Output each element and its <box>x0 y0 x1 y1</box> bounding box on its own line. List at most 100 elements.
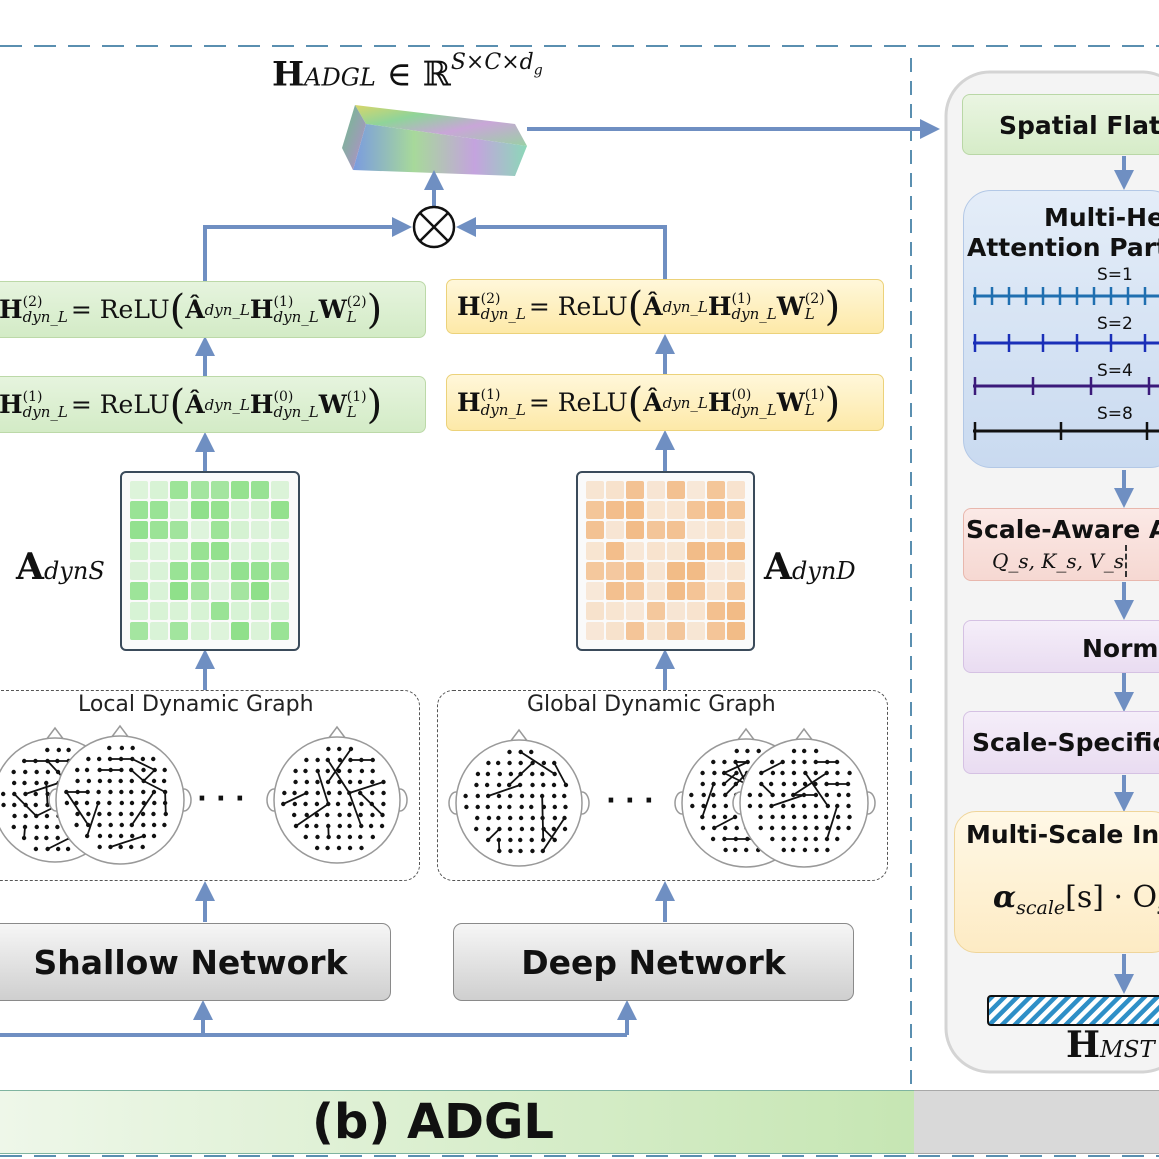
matrix-cell <box>707 541 726 560</box>
o-sub: s <box>1157 897 1159 919</box>
matrix-cell <box>170 481 189 499</box>
eq-h-sub: dyn_L <box>731 400 777 419</box>
right-to-product <box>456 217 667 281</box>
eq-a-sub: dyn_L <box>662 393 708 412</box>
eq-w-sub: L <box>346 402 357 421</box>
matrix-cell <box>586 581 604 600</box>
matrix-cell <box>230 541 249 560</box>
matrix-cell <box>170 521 189 540</box>
matrix-cell <box>210 541 229 560</box>
matrix-cell <box>190 521 209 540</box>
matrix-cell <box>727 501 746 520</box>
matrix-cell <box>646 602 665 621</box>
matrix-cell <box>626 581 645 600</box>
matrix-cells-green <box>130 481 290 641</box>
matrix-cell <box>130 602 148 621</box>
matrix-cell <box>586 561 604 580</box>
eq-h: H <box>707 292 732 321</box>
matrix-cell <box>130 521 148 540</box>
matrix-cell <box>230 622 249 641</box>
eeg-head-icon <box>266 725 408 864</box>
matrix-cell <box>150 521 169 540</box>
eq-h: H <box>707 388 732 417</box>
matrix-cell <box>190 561 209 580</box>
matrix-cell <box>251 561 270 580</box>
matrix-cell <box>271 622 290 641</box>
alpha-expression: αscale[s] · Os <box>993 880 1159 919</box>
alpha-symbol: α <box>993 880 1017 915</box>
matrix-cell <box>150 602 169 621</box>
scale-aware-label: Scale-Aware A <box>966 515 1159 544</box>
matrix-cell <box>150 581 169 600</box>
matrix-cell <box>727 581 746 600</box>
matrix-cell <box>727 561 746 580</box>
eq-h-sup: (1) <box>731 290 752 307</box>
matrix-cell <box>170 541 189 560</box>
footer-bar-adgl <box>0 1090 914 1154</box>
eq-h-sup: (0) <box>731 386 752 403</box>
matrix-cell <box>727 481 746 499</box>
matrix-label-base: A <box>764 546 792 588</box>
mst-output-label: HMST <box>1066 1024 1155 1066</box>
matrix-cell <box>646 581 665 600</box>
matrix-cell <box>251 581 270 600</box>
matrix-cell <box>170 581 189 600</box>
matrix-cell <box>251 481 270 499</box>
eq-w-sub: L <box>346 307 357 326</box>
matrix-cell <box>210 622 229 641</box>
matrix-cell <box>251 501 270 520</box>
eq-h-sup: (1) <box>273 293 294 310</box>
matrix-cells-orange <box>586 481 746 641</box>
matrix-cell <box>271 581 290 600</box>
matrix-cell <box>130 622 148 641</box>
scale-specific-label: Scale-Specific <box>972 728 1159 757</box>
matrix-cell <box>606 622 625 641</box>
matrix-cell <box>150 481 169 499</box>
matrix-cell <box>190 541 209 560</box>
scale-aware-attention-box: Scale-Aware A Q_s, K_s, V_s <box>963 508 1159 581</box>
matrix-cell <box>271 501 290 520</box>
matrix-cell <box>271 561 290 580</box>
left-to-product <box>203 217 412 281</box>
matrix-cell <box>727 521 746 540</box>
matrix-label-sub: dynS <box>43 557 105 585</box>
output-sup: S×C×d <box>450 50 534 75</box>
matrix-cell <box>707 501 726 520</box>
eq-h-sub: dyn_L <box>273 307 319 326</box>
adgl-tensor-prism <box>342 105 527 176</box>
output-rel: ∈ ℝ <box>375 54 451 95</box>
matrix-cell <box>150 561 169 580</box>
matrix-cell <box>646 622 665 641</box>
mst-sub: MST <box>1100 1037 1155 1063</box>
eq-relu: = ReLU <box>70 295 170 324</box>
matrix-cell <box>646 521 665 540</box>
eq-lhs-sup: (2) <box>480 290 501 307</box>
eeg-head-icon <box>732 727 876 868</box>
matrix-cell <box>606 501 625 520</box>
eq-a-sub: dyn_L <box>204 300 250 319</box>
matrix-cell <box>271 481 290 499</box>
mst-base: H <box>1066 1024 1101 1066</box>
matrix-cell <box>626 561 645 580</box>
eq-h-sub: dyn_L <box>273 402 319 421</box>
matrix-cell <box>606 541 625 560</box>
matrix-cell <box>130 581 148 600</box>
product-operator-icon <box>412 205 456 249</box>
scale-label-1: S=1 <box>1097 265 1133 285</box>
norm-box: Norm <box>963 620 1159 673</box>
adjacency-matrix-deep <box>576 471 755 651</box>
matrix-cell <box>666 501 685 520</box>
matrix-cell <box>606 521 625 540</box>
matrix-cell <box>626 602 645 621</box>
qkv-divider <box>1125 545 1127 577</box>
eeg-heads <box>0 724 876 868</box>
matrix-cell <box>646 561 665 580</box>
matrix-cell <box>210 501 229 520</box>
adgl-output-label: HADGL ∈ ℝS×C×dg <box>272 50 543 95</box>
matrix-cell <box>606 581 625 600</box>
eq-relu: = ReLU <box>528 292 628 321</box>
matrix-cell <box>646 481 665 499</box>
matrix-cell <box>190 622 209 641</box>
matrix-cell <box>646 541 665 560</box>
